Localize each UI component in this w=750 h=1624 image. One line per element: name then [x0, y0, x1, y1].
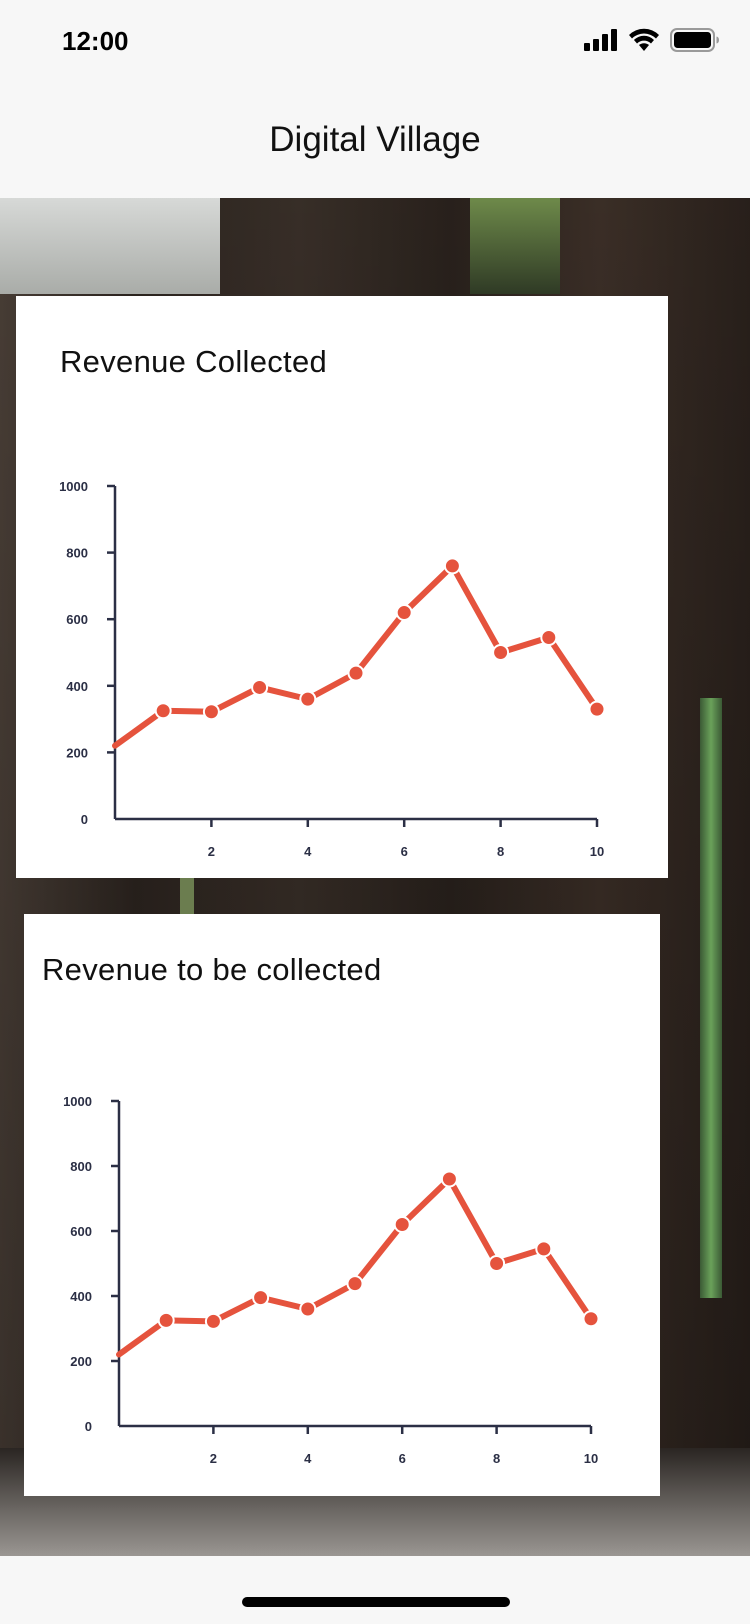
background-pipe-shape	[700, 698, 722, 1298]
y-tick-label: 0	[81, 812, 88, 827]
data-point	[443, 557, 461, 575]
data-point	[582, 1310, 600, 1328]
status-time: 12:00	[62, 26, 129, 56]
data-point	[440, 1170, 458, 1188]
status-bar: 12:00	[0, 0, 750, 90]
data-point	[347, 664, 365, 682]
data-point	[492, 644, 510, 661]
background-foliage-shape	[470, 198, 560, 294]
series-line	[112, 562, 600, 749]
data-point	[540, 629, 558, 647]
page-title: Digital Village	[269, 120, 481, 159]
data-point	[251, 678, 269, 696]
battery-icon	[670, 28, 719, 52]
data-point	[488, 1255, 506, 1272]
y-tick-label: 600	[70, 1224, 92, 1239]
data-point	[154, 702, 172, 720]
home-indicator[interactable]	[242, 1597, 510, 1607]
x-tick-label: 6	[401, 844, 408, 859]
y-tick-label: 1000	[63, 1094, 92, 1109]
background-gutter-shape	[180, 878, 194, 918]
card-title: Revenue to be collected	[42, 952, 382, 987]
y-tick-label: 1000	[59, 479, 88, 494]
cellular-signal-icon	[584, 29, 617, 51]
x-tick-label: 8	[493, 1451, 500, 1466]
x-tick-label: 10	[584, 1451, 598, 1466]
data-point	[157, 1311, 175, 1329]
x-tick-label: 2	[208, 844, 215, 859]
x-tick-label: 10	[590, 844, 604, 859]
series-line	[116, 1176, 594, 1358]
data-point	[299, 1300, 317, 1318]
data-point	[202, 703, 220, 721]
data-point	[393, 1216, 411, 1233]
y-tick-label: 200	[70, 1354, 92, 1369]
x-tick-label: 2	[210, 1451, 217, 1466]
data-point	[588, 700, 606, 718]
data-point	[535, 1240, 553, 1258]
x-tick-label: 8	[497, 844, 504, 859]
data-point	[252, 1289, 270, 1307]
y-tick-label: 400	[66, 679, 88, 694]
data-point	[299, 690, 317, 708]
x-tick-label: 6	[399, 1451, 406, 1466]
home-indicator-area	[0, 1556, 750, 1624]
data-point	[346, 1275, 364, 1293]
card-title: Revenue Collected	[60, 344, 328, 379]
data-point	[204, 1312, 222, 1330]
revenue-to-be-collected-card: Revenue to be collected 0 200 400 600 800 100…	[24, 914, 660, 1496]
x-tick-label: 4	[304, 844, 312, 859]
y-tick-label: 0	[85, 1419, 92, 1434]
revenue-to-be-collected-chart: 0 200 400 600 800 1000 2 4 6 8 10	[63, 1094, 600, 1466]
data-point	[395, 604, 413, 622]
y-tick-label: 800	[70, 1159, 92, 1174]
wifi-icon	[629, 28, 659, 51]
x-tick-label: 4	[304, 1451, 312, 1466]
background-house-shape	[0, 198, 220, 294]
navigation-bar: Digital Village	[0, 90, 750, 198]
y-tick-label: 200	[66, 745, 88, 760]
y-tick-label: 800	[66, 546, 88, 561]
revenue-collected-chart: 0 200 400 600 800 1000 2 4 6 8 10	[59, 479, 606, 859]
status-icons	[584, 28, 720, 52]
y-tick-label: 600	[66, 612, 88, 627]
y-tick-label: 400	[70, 1289, 92, 1304]
revenue-collected-card: Revenue Collected 0 200 400 600 800 1000 2 4 6 8 1…	[16, 296, 668, 878]
